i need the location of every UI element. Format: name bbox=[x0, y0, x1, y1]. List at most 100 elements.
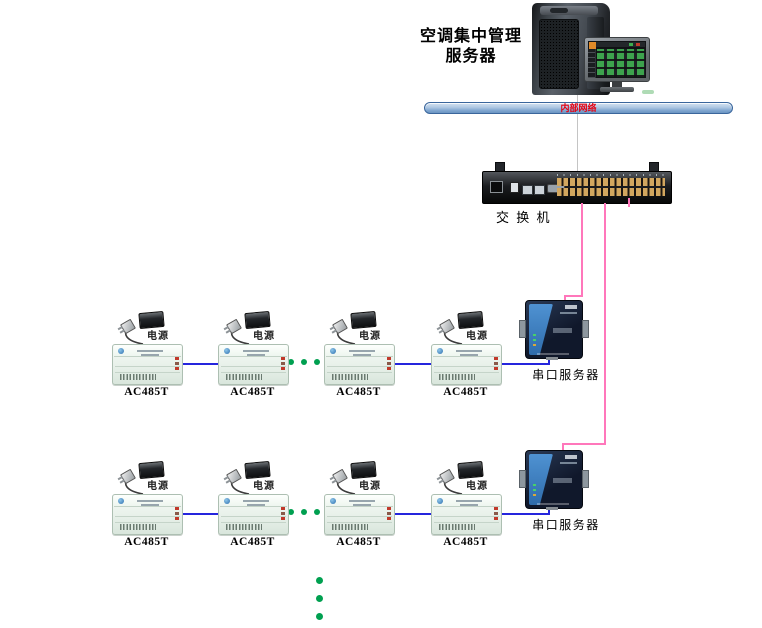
mount-ear-right bbox=[582, 470, 589, 488]
converter-logo-icon bbox=[118, 498, 124, 504]
converter-grille bbox=[332, 524, 368, 530]
brand-mark bbox=[553, 478, 572, 483]
converter-leds bbox=[494, 357, 498, 372]
network-switch bbox=[482, 162, 672, 204]
converter-model-marks bbox=[137, 350, 163, 358]
monitor-stand-base bbox=[600, 87, 634, 92]
converter-grille bbox=[439, 374, 475, 380]
converter-model-marks bbox=[137, 500, 163, 508]
converter-leds bbox=[281, 357, 285, 372]
ac485t-unit-7: 电源 AC485T bbox=[324, 458, 395, 552]
ac485t-unit-3: 电源 AC485T bbox=[324, 308, 395, 402]
ac485t-unit-1: 电源 AC485T bbox=[112, 308, 183, 402]
converter-label: AC485T bbox=[443, 386, 488, 398]
converter-model-marks bbox=[456, 500, 482, 508]
screen-toolbar bbox=[596, 42, 645, 47]
converter-leds bbox=[175, 507, 179, 522]
rs485-line-r1-seg2 bbox=[392, 363, 432, 365]
ethernet-line-1-vertical bbox=[581, 203, 583, 297]
power-label: 电源 bbox=[466, 481, 488, 492]
screen-status-grid bbox=[597, 49, 645, 77]
monitor-screen bbox=[588, 41, 646, 78]
status-leds bbox=[533, 334, 536, 349]
converter-box bbox=[431, 494, 502, 535]
ac485t-unit-6: 电源 AC485T bbox=[218, 458, 289, 552]
label-tag bbox=[565, 305, 577, 309]
mount-ear-left bbox=[519, 470, 526, 488]
label-strip bbox=[560, 462, 577, 464]
monitor-frame bbox=[584, 37, 650, 82]
port-bank-row1 bbox=[557, 178, 665, 186]
converter-logo-icon bbox=[437, 498, 443, 504]
internal-network-bus: 内部网络 bbox=[424, 102, 733, 114]
power-switch bbox=[510, 182, 519, 193]
converter-box bbox=[218, 344, 289, 385]
ethernet-line-2-vertical bbox=[604, 203, 606, 445]
converter-logo-icon bbox=[224, 498, 230, 504]
converter-logo-icon bbox=[437, 348, 443, 354]
rs485-line-r1-seg3 bbox=[499, 363, 550, 365]
serial-port bbox=[546, 507, 558, 510]
power-label: 电源 bbox=[359, 481, 381, 492]
server-top-bezel bbox=[540, 6, 598, 15]
ac485t-unit-5: 电源 AC485T bbox=[112, 458, 183, 552]
switch-chassis bbox=[482, 171, 672, 204]
switch-label: 交 换 机 bbox=[496, 210, 552, 225]
port-bank-row2 bbox=[557, 188, 665, 196]
converter-leds bbox=[281, 507, 285, 522]
converter-grille bbox=[226, 374, 262, 380]
server-badge bbox=[550, 8, 568, 13]
converter-grille bbox=[120, 524, 156, 530]
ethernet-line-2-drop bbox=[562, 443, 564, 451]
rs485-line-r1-seg1 bbox=[180, 363, 219, 365]
converter-label: AC485T bbox=[336, 536, 381, 548]
converter-leds bbox=[494, 507, 498, 522]
converter-box bbox=[112, 494, 183, 535]
brand-mark bbox=[553, 328, 572, 333]
server-title-line1: 空调集中管理 bbox=[419, 28, 522, 45]
monitor bbox=[584, 37, 654, 95]
converter-label: AC485T bbox=[336, 386, 381, 398]
converter-model-marks bbox=[243, 500, 269, 508]
bottom-strip bbox=[537, 353, 569, 355]
brand-mark bbox=[642, 90, 654, 94]
converter-grille bbox=[332, 374, 368, 380]
converter-box bbox=[112, 344, 183, 385]
converter-box bbox=[324, 494, 395, 535]
ac485t-unit-2: 电源 AC485T bbox=[218, 308, 289, 402]
power-label: 电源 bbox=[466, 331, 488, 342]
converter-model-marks bbox=[456, 350, 482, 358]
power-label: 电源 bbox=[253, 331, 275, 342]
ethernet-line-more-stub bbox=[628, 198, 630, 207]
ethernet-line-1-horizontal bbox=[564, 295, 583, 297]
screen-logo-tile bbox=[589, 42, 596, 49]
converter-label: AC485T bbox=[124, 386, 169, 398]
power-label: 电源 bbox=[359, 331, 381, 342]
converter-box bbox=[431, 344, 502, 385]
converter-grille bbox=[226, 524, 262, 530]
label-strip bbox=[560, 312, 577, 314]
converter-box bbox=[218, 494, 289, 535]
bottom-strip bbox=[537, 503, 569, 505]
serial-server-1-label: 串口服务器 bbox=[532, 368, 600, 382]
power-label: 电源 bbox=[147, 331, 169, 342]
screen-sidebar bbox=[588, 49, 596, 78]
mgmt-port-1 bbox=[522, 185, 533, 195]
rs485-line-r2-seg1 bbox=[180, 513, 219, 515]
mount-ear-left bbox=[519, 320, 526, 338]
converter-grille bbox=[120, 374, 156, 380]
converter-label: AC485T bbox=[443, 536, 488, 548]
server-title-line2: 服务器 bbox=[445, 48, 497, 65]
serial-server-2 bbox=[519, 450, 589, 510]
converter-leds bbox=[387, 357, 391, 372]
converter-model-marks bbox=[349, 500, 375, 508]
ethernet-line-2-horizontal bbox=[562, 443, 606, 445]
converter-model-marks bbox=[243, 350, 269, 358]
server-to-switch-link-line bbox=[577, 91, 578, 172]
serial-server-2-label: 串口服务器 bbox=[532, 518, 600, 532]
port-number-strip bbox=[557, 174, 665, 176]
rs485-line-r2-seg2 bbox=[392, 513, 432, 515]
power-inlet bbox=[490, 181, 503, 193]
rs485-line-r1-drop bbox=[548, 356, 550, 365]
